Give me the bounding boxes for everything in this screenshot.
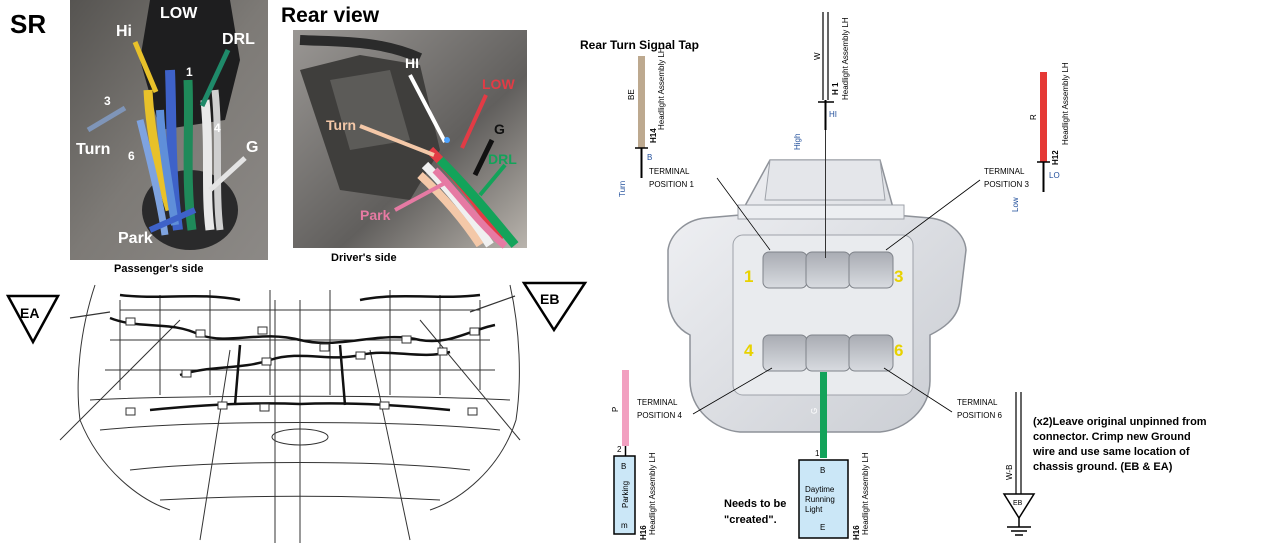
drl-box xyxy=(798,459,849,539)
w-wire-code: W xyxy=(813,52,822,60)
park-label-rear: Park xyxy=(360,207,391,223)
wb-wire-code: W-B xyxy=(1005,465,1014,480)
tp4-position: POSITION 4 xyxy=(637,411,682,420)
tp3-position: POSITION 3 xyxy=(984,180,1029,189)
drl-pin-b: B xyxy=(820,466,825,475)
h12-pin-lo: LO xyxy=(1049,171,1060,180)
turn-vertical: Turn xyxy=(618,181,627,197)
h16-assembly-parking: Headlight Assembly LH xyxy=(648,452,657,535)
rear-view-heading: Rear view xyxy=(281,4,380,27)
ground-eb-label: EB xyxy=(540,291,559,307)
cavity-3-number: 3 xyxy=(894,267,903,286)
tp3-terminal: TERMINAL xyxy=(984,167,1025,176)
r-wire-code: R xyxy=(1029,114,1038,120)
tp4-leader xyxy=(692,367,773,415)
h16-code-parking: H16 xyxy=(639,525,648,540)
g-wire xyxy=(820,372,827,458)
ground-eb-symbol xyxy=(521,281,588,333)
hi-label-rear: HI xyxy=(405,55,419,71)
high-vertical: High xyxy=(793,134,802,150)
h14-assembly: Headlight Assembly LH xyxy=(657,47,666,130)
drl-pin-e: E xyxy=(820,523,825,532)
drl-text-2: Running xyxy=(805,495,835,504)
note-line-1: (x2)Leave original unpinned from xyxy=(1033,416,1207,428)
ground-eb-small: EB xyxy=(1013,500,1023,507)
ground-ea-label: EA xyxy=(20,305,39,321)
h16-assembly-drl: Headlight Assembly LH xyxy=(861,452,870,535)
drl-text-1: Daytime xyxy=(805,485,835,494)
p-wire xyxy=(622,370,629,446)
engine-bay-drawing xyxy=(59,284,521,543)
ground-eb-triangle xyxy=(1002,493,1036,520)
tp6-leader xyxy=(883,367,953,413)
driver-caption: Driver's side xyxy=(331,252,397,264)
parking-text: Parking xyxy=(621,481,630,508)
r-wire xyxy=(1040,72,1047,162)
p-wire-code: P xyxy=(611,407,620,412)
tp3-leader xyxy=(885,179,981,251)
needs-text-2: "created". xyxy=(724,514,777,526)
parking-pin-2: 2 xyxy=(617,445,622,454)
note-line-3: wire and use same location of xyxy=(1032,446,1190,458)
turn-label: Turn xyxy=(76,141,110,158)
h1-pin-hi: HI xyxy=(829,110,837,119)
sr-label: SR xyxy=(10,9,46,39)
h14-pin-b: B xyxy=(647,153,652,162)
h14-code: H14 xyxy=(649,128,658,143)
harness-clips xyxy=(125,317,480,416)
park-label: Park xyxy=(118,230,153,247)
h12-assembly: Headlight Assembly LH xyxy=(1061,62,1070,145)
tp6-terminal: TERMINAL xyxy=(957,398,998,407)
needs-text-1: Needs to be xyxy=(724,498,786,510)
note-line-2: connector. Crimp new Ground xyxy=(1033,431,1191,443)
pin6-label: 6 xyxy=(128,149,135,163)
tp6-position: POSITION 6 xyxy=(957,411,1002,420)
g-wire-code: G xyxy=(810,408,819,414)
drl-label-rear: DRL xyxy=(488,151,517,167)
drl-label: DRL xyxy=(222,31,255,48)
be-wire xyxy=(638,56,645,148)
tp4-terminal: TERMINAL xyxy=(637,398,678,407)
h12-code: H12 xyxy=(1051,150,1060,165)
ground-ea-symbol xyxy=(5,294,61,345)
tp1-terminal: TERMINAL xyxy=(649,167,690,176)
parking-pin-b: B xyxy=(621,462,626,471)
parking-pin-m: m xyxy=(621,521,628,530)
passenger-caption: Passenger's side xyxy=(114,263,203,275)
pin1-label: 1 xyxy=(186,65,193,79)
rear-turn-title: Rear Turn Signal Tap xyxy=(580,38,699,52)
g-label-rear: G xyxy=(494,121,505,137)
drl-text-3: Light xyxy=(805,505,823,514)
h1-code: H 1 xyxy=(831,82,840,95)
h1-assembly: Headlight Assembly LH xyxy=(841,17,850,100)
pin3-label: 3 xyxy=(104,94,111,108)
driver-side-photo xyxy=(293,30,527,249)
passenger-side-photo xyxy=(70,0,268,260)
turn-label-rear: Turn xyxy=(326,117,356,133)
low-label-rear: LOW xyxy=(482,76,515,92)
cavity-4-number: 4 xyxy=(744,341,754,360)
parking-box xyxy=(613,455,636,535)
low-label: LOW xyxy=(160,5,198,22)
h16-code-drl: H16 xyxy=(852,525,861,540)
tp1-leader xyxy=(716,177,771,251)
cavity-6-number: 6 xyxy=(894,341,903,360)
cavity-1-number: 1 xyxy=(744,267,753,286)
harness-lines xyxy=(109,293,496,412)
be-wire-code: BE xyxy=(627,89,636,100)
g-label: G xyxy=(246,139,258,156)
note-line-4: chassis ground. (EB & EA) xyxy=(1033,461,1173,473)
tp1-position: POSITION 1 xyxy=(649,180,694,189)
drl-pin-1: 1 xyxy=(815,449,820,458)
connector-body xyxy=(667,159,967,433)
pin4-label: 4 xyxy=(214,121,221,135)
low-vertical: Low xyxy=(1011,197,1020,212)
hi-label: Hi xyxy=(116,23,132,40)
